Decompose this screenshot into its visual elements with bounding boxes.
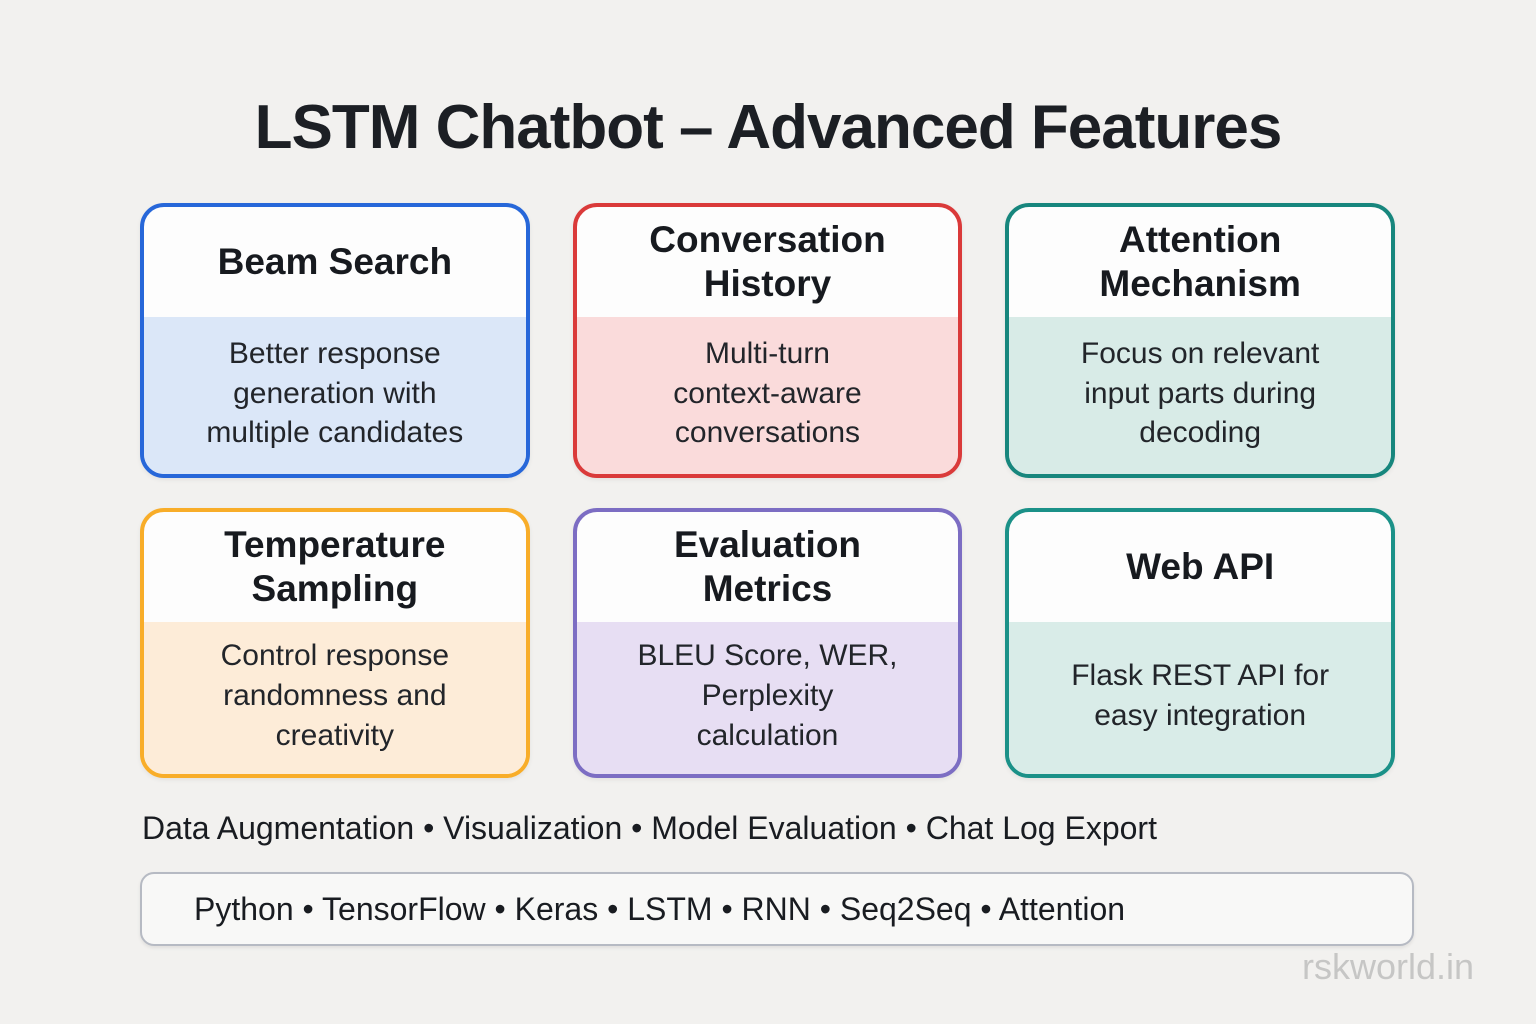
- card-title-text: Conversation History: [649, 219, 886, 304]
- card-header: Evaluation Metrics: [577, 512, 959, 622]
- card-header: Conversation History: [577, 207, 959, 317]
- card-title-text: Web API: [1126, 546, 1275, 588]
- watermark: rskworld.in: [1301, 946, 1474, 987]
- page-title: LSTM Chatbot – Advanced Features: [254, 93, 1283, 162]
- card-description: Better response generation with multiple…: [206, 336, 464, 450]
- feature-card-evaluation-metrics: Evaluation Metrics BLEU Score, WER, Perp…: [572, 508, 963, 778]
- card-description: Multi-turn context-aware conversations: [673, 336, 862, 450]
- tech-stack-box: Python • TensorFlow • Keras • LSTM • RNN…: [140, 872, 1414, 946]
- card-body: Multi-turn context-aware conversations: [576, 317, 959, 474]
- card-header: Beam Search: [144, 207, 526, 317]
- card-title-text: Evaluation Metrics: [673, 524, 862, 609]
- card-description: Focus on relevant input parts during dec…: [1080, 336, 1320, 450]
- card-title-text: Attention Mechanism: [1099, 219, 1301, 304]
- card-body: Focus on relevant input parts during dec…: [1009, 317, 1391, 474]
- tech-stack-text: Python • TensorFlow • Keras • LSTM • RNN…: [194, 890, 1126, 927]
- card-header: Temperature Sampling: [144, 512, 526, 622]
- card-header: Attention Mechanism: [1009, 207, 1391, 317]
- card-header: Web API: [1009, 512, 1391, 622]
- feature-card-temperature-sampling: Temperature Sampling Control response ra…: [140, 508, 530, 778]
- card-body: Flask REST API for easy integration: [1009, 622, 1391, 774]
- card-body: Better response generation with multiple…: [144, 317, 526, 474]
- card-title-text: Temperature Sampling: [224, 524, 446, 609]
- feature-card-attention-mechanism: Attention Mechanism Focus on relevant in…: [1005, 203, 1395, 478]
- card-title-text: Beam Search: [217, 241, 453, 283]
- feature-grid: Beam Search Better response generation w…: [140, 203, 1395, 778]
- card-description: Flask REST API for easy integration: [1071, 659, 1330, 732]
- feature-card-web-api: Web API Flask REST API for easy integrat…: [1005, 508, 1395, 778]
- card-description: Control response randomness and creativi…: [220, 639, 450, 752]
- card-body: BLEU Score, WER, Perplexity calculation: [576, 622, 959, 774]
- card-body: Control response randomness and creativi…: [144, 622, 526, 774]
- feature-card-beam-search: Beam Search Better response generation w…: [140, 203, 530, 478]
- card-description: BLEU Score, WER, Perplexity calculation: [637, 639, 898, 752]
- extra-features-row: Data Augmentation • Visualization • Mode…: [142, 810, 1157, 846]
- feature-card-conversation-history: Conversation History Multi-turn context-…: [572, 203, 963, 478]
